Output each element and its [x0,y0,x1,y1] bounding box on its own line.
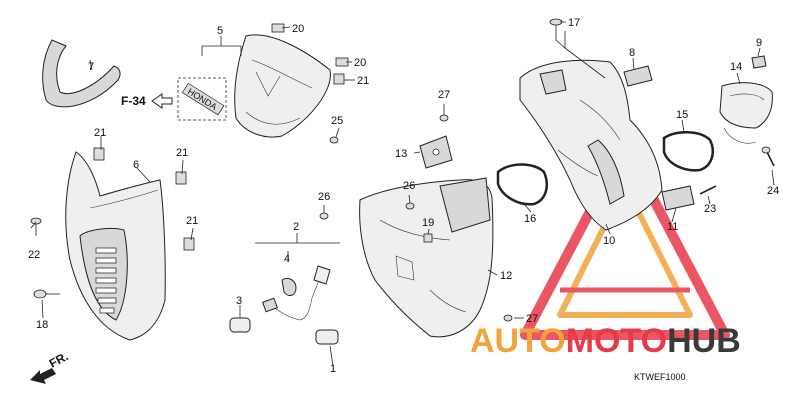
callout-18: 18 [36,319,48,331]
callout-4: 4 [284,253,290,265]
callout-25: 25 [331,115,343,127]
upper-front-cover [234,34,331,138]
callout-5: 5 [217,25,223,37]
callout-26b: 26 [403,180,415,192]
part-11-plate [661,185,695,211]
watermark-logo [520,140,730,340]
part-10-rear-cover [519,59,663,231]
part-15-seal [662,131,714,172]
watermark-text: AUTOMOTOHUB [470,322,741,360]
part-8-bracket [623,65,653,87]
part-14-lid [719,82,773,144]
front-label: FR. [47,349,71,370]
callout-1: 1 [330,363,336,375]
part-16-seal [496,163,548,206]
front-direction-arrow: FR. [30,349,70,384]
callout-21d: 21 [186,215,198,227]
callout-27a: 27 [438,89,450,101]
part-2-harness [229,233,340,345]
callout-3: 3 [236,295,242,307]
callout-12: 12 [500,270,512,282]
leader-lines [30,21,775,367]
callout-21c: 21 [176,147,188,159]
callout-24: 24 [767,185,779,197]
callout-14: 14 [730,61,742,73]
callout-21a: 21 [357,75,369,87]
callout-19: 19 [422,217,434,229]
watermark-part1: AUTO [470,322,566,360]
callout-20b: 20 [354,57,366,69]
part-6-front-cover [65,151,166,341]
callout-16: 16 [524,213,536,225]
callout-23: 23 [704,203,716,215]
callout-27b: 27 [526,313,538,325]
callout-17: 17 [568,17,580,29]
callout-21b: 21 [94,127,106,139]
part-12-inner-cover [359,177,494,338]
watermark-part3: HUB [667,322,741,360]
callout-numbers: 1 2 3 4 5 6 7 8 9 10 11 12 13 14 15 16 1… [28,17,779,375]
callout-8: 8 [629,47,635,59]
callout-20a: 20 [292,23,304,35]
diagram-code: KTWEF1000 [634,372,686,382]
callout-11: 11 [667,221,678,233]
svg-text:AUTOMOTOHUB: AUTOMOTOHUB [470,322,741,360]
callout-9: 9 [756,37,762,49]
reference-label: F-34 [121,94,146,108]
callout-7: 7 [88,61,94,73]
callout-13: 13 [395,148,407,160]
callout-15: 15 [676,109,688,121]
callout-6: 6 [133,159,139,171]
reference-arrow-f34: F-34 [121,93,173,109]
callout-22: 22 [28,249,40,261]
part-5-emblem: HONDA [177,77,227,121]
vent-slots [95,247,117,314]
callout-26a: 26 [318,191,330,203]
callout-2: 2 [293,221,299,233]
part-13-bracket [419,135,453,169]
part-9-clip [751,55,767,69]
watermark-part2: MOTO [566,322,667,360]
part-7-trim [42,39,121,108]
callout-10: 10 [603,235,615,247]
